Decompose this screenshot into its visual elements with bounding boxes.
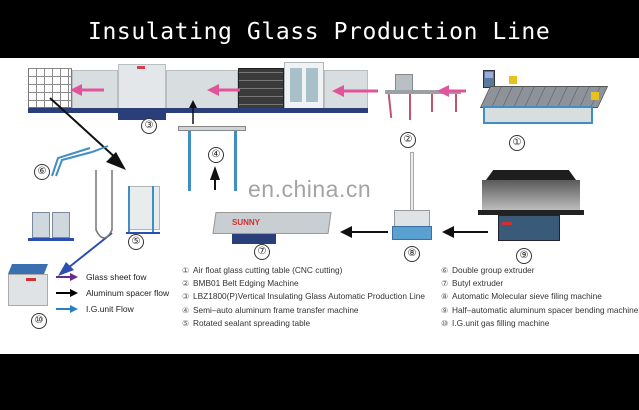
machine-1-cutting-table	[475, 70, 615, 128]
machine-10-gas-filling	[6, 264, 52, 308]
station-number-7: ⑦	[254, 244, 270, 260]
station-number-9: ⑨	[516, 248, 532, 264]
station-number-1: ①	[509, 135, 525, 151]
legend-label: I.G.unit Flow	[86, 304, 134, 314]
legend-item-spacer: Aluminum spacer flow	[56, 286, 169, 300]
spacer-flow-legend-arrow	[56, 289, 78, 297]
station-number-8: ⑧	[404, 246, 420, 262]
machine-7-butyl-extruder: SUNNY	[212, 208, 334, 248]
station-number-6: ⑥	[34, 164, 50, 180]
glass-flow-legend-arrow	[56, 273, 78, 281]
machine-4-frame-transfer	[178, 124, 248, 194]
machine-5-sealant-table	[126, 186, 166, 238]
ig-flow-arrow	[58, 232, 113, 276]
station-number-4: ④	[208, 147, 224, 163]
ig-flow-legend-arrow	[56, 305, 78, 313]
station-number-3: ③	[141, 118, 157, 134]
brand-label: SUNNY	[232, 218, 261, 227]
station-number-2: ②	[400, 132, 416, 148]
legend-item-glass: Glass sheet fow	[56, 270, 146, 284]
glass-flow-arrows	[49, 84, 488, 276]
machine-2-edging	[383, 74, 463, 124]
spacer-flow-arrow	[49, 97, 126, 170]
legend-label: Aluminum spacer flow	[86, 288, 170, 298]
machine-8-molecular-sieve	[392, 152, 434, 248]
page-title: Insulating Glass Production Line	[88, 19, 551, 45]
station-number-10: ⑩	[31, 313, 47, 329]
glass-flow-arrow	[207, 84, 240, 96]
base-rail	[28, 108, 368, 113]
title-bar: Insulating Glass Production Line	[0, 0, 639, 58]
machine-6-double-extruder	[26, 208, 76, 242]
sealant-hoses	[95, 170, 113, 239]
spacer-flow-arrow	[189, 100, 197, 124]
legend-label: Glass sheet fow	[86, 272, 147, 282]
station-number-5: ⑤	[128, 234, 144, 250]
spacer-flow-arrow	[210, 166, 220, 190]
glass-flow-arrow	[437, 85, 466, 97]
spacer-flow-arrow	[442, 226, 488, 238]
extruder-arm	[51, 145, 109, 177]
legend-item-ig-unit: I.G.unit Flow	[56, 302, 134, 316]
spacer-flow-arrow	[340, 226, 388, 238]
diagram-panel: SUNNY ① ② ③ ④ ⑤ ⑥ ⑦ ⑧ ⑨ ⑩ en.china.cn Gl…	[0, 58, 639, 354]
press-section	[118, 64, 166, 110]
machine-9-spacer-bending	[478, 170, 588, 244]
watermark: en.china.cn	[248, 176, 372, 202]
glass-flow-arrow	[332, 85, 378, 97]
glass-flow-arrow	[70, 84, 104, 96]
dark-frame-section	[238, 68, 284, 110]
